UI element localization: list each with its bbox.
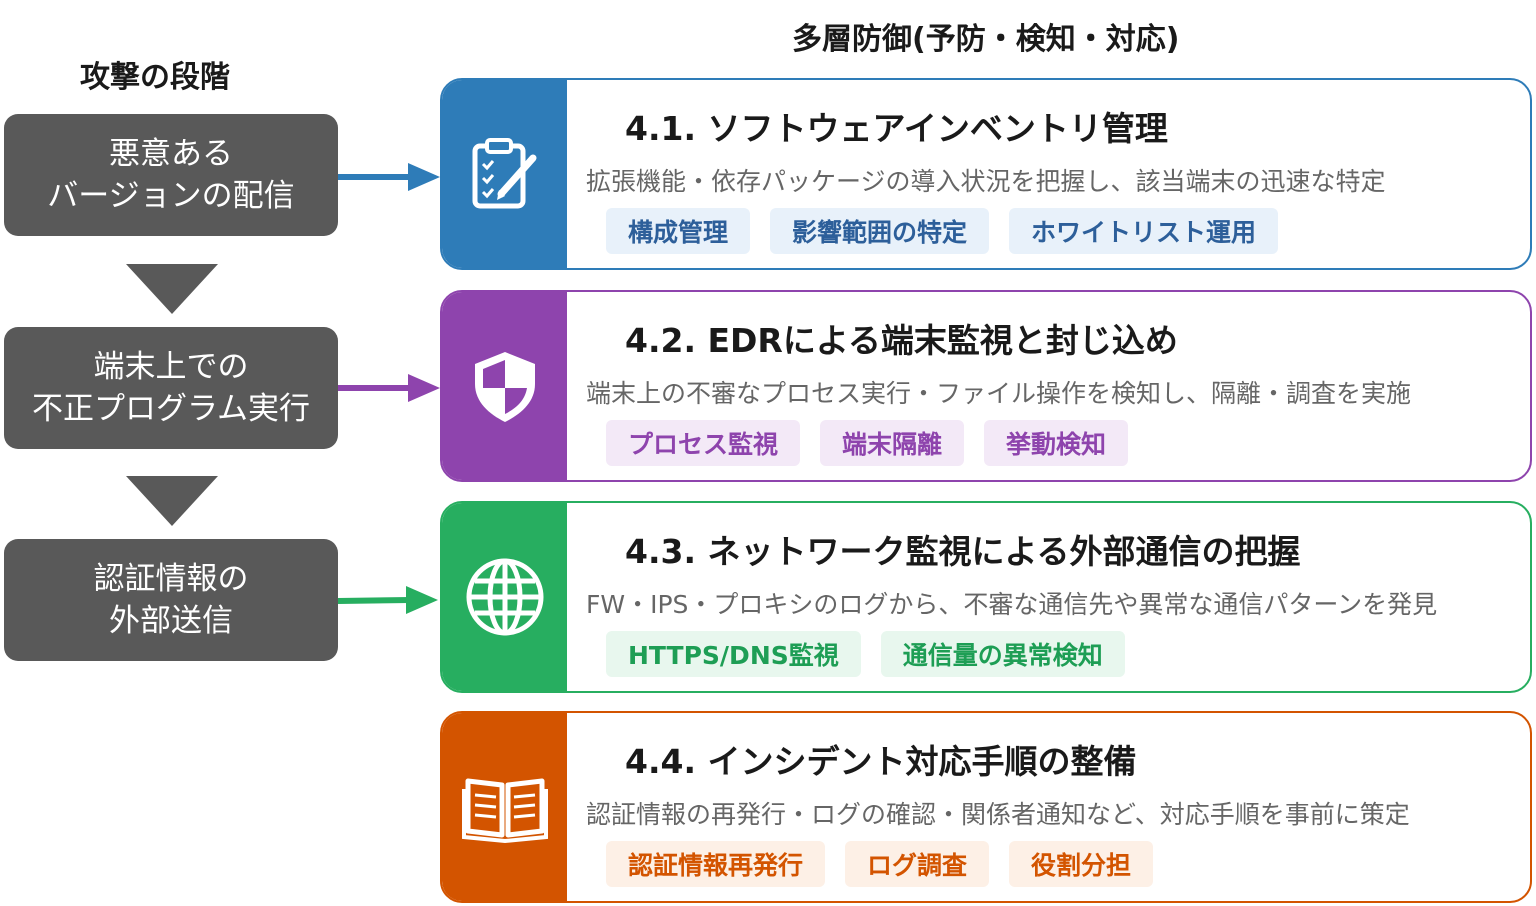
connector-arrow-1 (338, 163, 440, 191)
tag: 端末隔離 (820, 420, 965, 466)
card-icon-band (442, 713, 567, 901)
card-description: 拡張機能・依存パッケージの導入状況を把握し、該当端末の迅速な特定 (586, 167, 1386, 196)
stage-line: 外部送信 (109, 603, 233, 639)
card-description: 認証情報の再発行・ログの確認・関係者通知など、対応手順を事前に策定 (586, 800, 1410, 829)
card-title: 4.1. ソフトウェアインベントリ管理 (625, 109, 1168, 148)
card-title: 4.4. インシデント対応手順の整備 (625, 742, 1137, 781)
defense-heading: 多層防御(予防・検知・対応) (792, 22, 1180, 57)
defense-card-network: 4.3. ネットワーク監視による外部通信の把握 FW・IPS・プロキシのログから… (440, 501, 1532, 693)
stage-line: 不正プログラム実行 (31, 391, 311, 427)
open-book-icon (461, 778, 548, 844)
card-tags: 構成管理 影響範囲の特定 ホワイトリスト運用 (606, 208, 1279, 254)
card-icon-band (442, 503, 567, 691)
defense-card-edr: 4.2. EDRによる端末監視と封じ込め 端末上の不審なプロセス実行・ファイル操… (440, 290, 1532, 482)
tag: ホワイトリスト運用 (1009, 208, 1279, 254)
connector-arrow-3 (337, 586, 438, 614)
stage-line: 端末上での (93, 349, 249, 385)
clipboard-icon (472, 138, 536, 209)
tag: プロセス監視 (606, 420, 801, 466)
stage-box-exfiltration: 認証情報の 外部送信 (4, 539, 338, 661)
down-arrow-icon (126, 476, 218, 526)
tag: 認証情報再発行 (606, 841, 826, 887)
stage-line: バージョンの配信 (47, 178, 295, 214)
stage-box-execution: 端末上での 不正プログラム実行 (4, 327, 338, 449)
stage-box-delivery: 悪意ある バージョンの配信 (4, 114, 338, 236)
tag: 通信量の異常検知 (880, 631, 1125, 677)
globe-icon (466, 558, 543, 636)
tag: 挙動検知 (984, 420, 1129, 466)
shield-icon (474, 352, 535, 422)
card-description: 端末上の不審なプロセス実行・ファイル操作を検知し、隔離・調査を実施 (586, 379, 1412, 408)
card-tags: 認証情報再発行 ログ調査 役割分担 (606, 841, 1154, 887)
card-tags: HTTPS/DNS監視 通信量の異常検知 (606, 631, 1125, 677)
card-tags: プロセス監視 端末隔離 挙動検知 (606, 420, 1129, 466)
tag: ログ調査 (845, 841, 990, 887)
stage-line: 悪意ある (109, 136, 233, 172)
card-icon-band (442, 80, 567, 268)
tag: HTTPS/DNS監視 (606, 631, 861, 677)
card-title: 4.2. EDRによる端末監視と封じ込め (625, 321, 1178, 360)
tag: 構成管理 (606, 208, 751, 254)
defense-card-incident-response: 4.4. インシデント対応手順の整備 認証情報の再発行・ログの確認・関係者通知な… (440, 711, 1532, 903)
card-title: 4.3. ネットワーク監視による外部通信の把握 (625, 532, 1301, 571)
tag: 役割分担 (1009, 841, 1154, 887)
card-icon-band (442, 292, 567, 480)
defense-card-inventory: 4.1. ソフトウェアインベントリ管理 拡張機能・依存パッケージの導入状況を把握… (440, 78, 1532, 270)
down-arrow-icon (126, 264, 218, 314)
connector-arrow-2 (338, 374, 440, 402)
attack-stages-heading: 攻撃の段階 (80, 60, 230, 95)
tag: 影響範囲の特定 (770, 208, 990, 254)
card-description: FW・IPS・プロキシのログから、不審な通信先や異常な通信パターンを発見 (586, 590, 1438, 619)
stage-line: 認証情報の (93, 561, 249, 597)
